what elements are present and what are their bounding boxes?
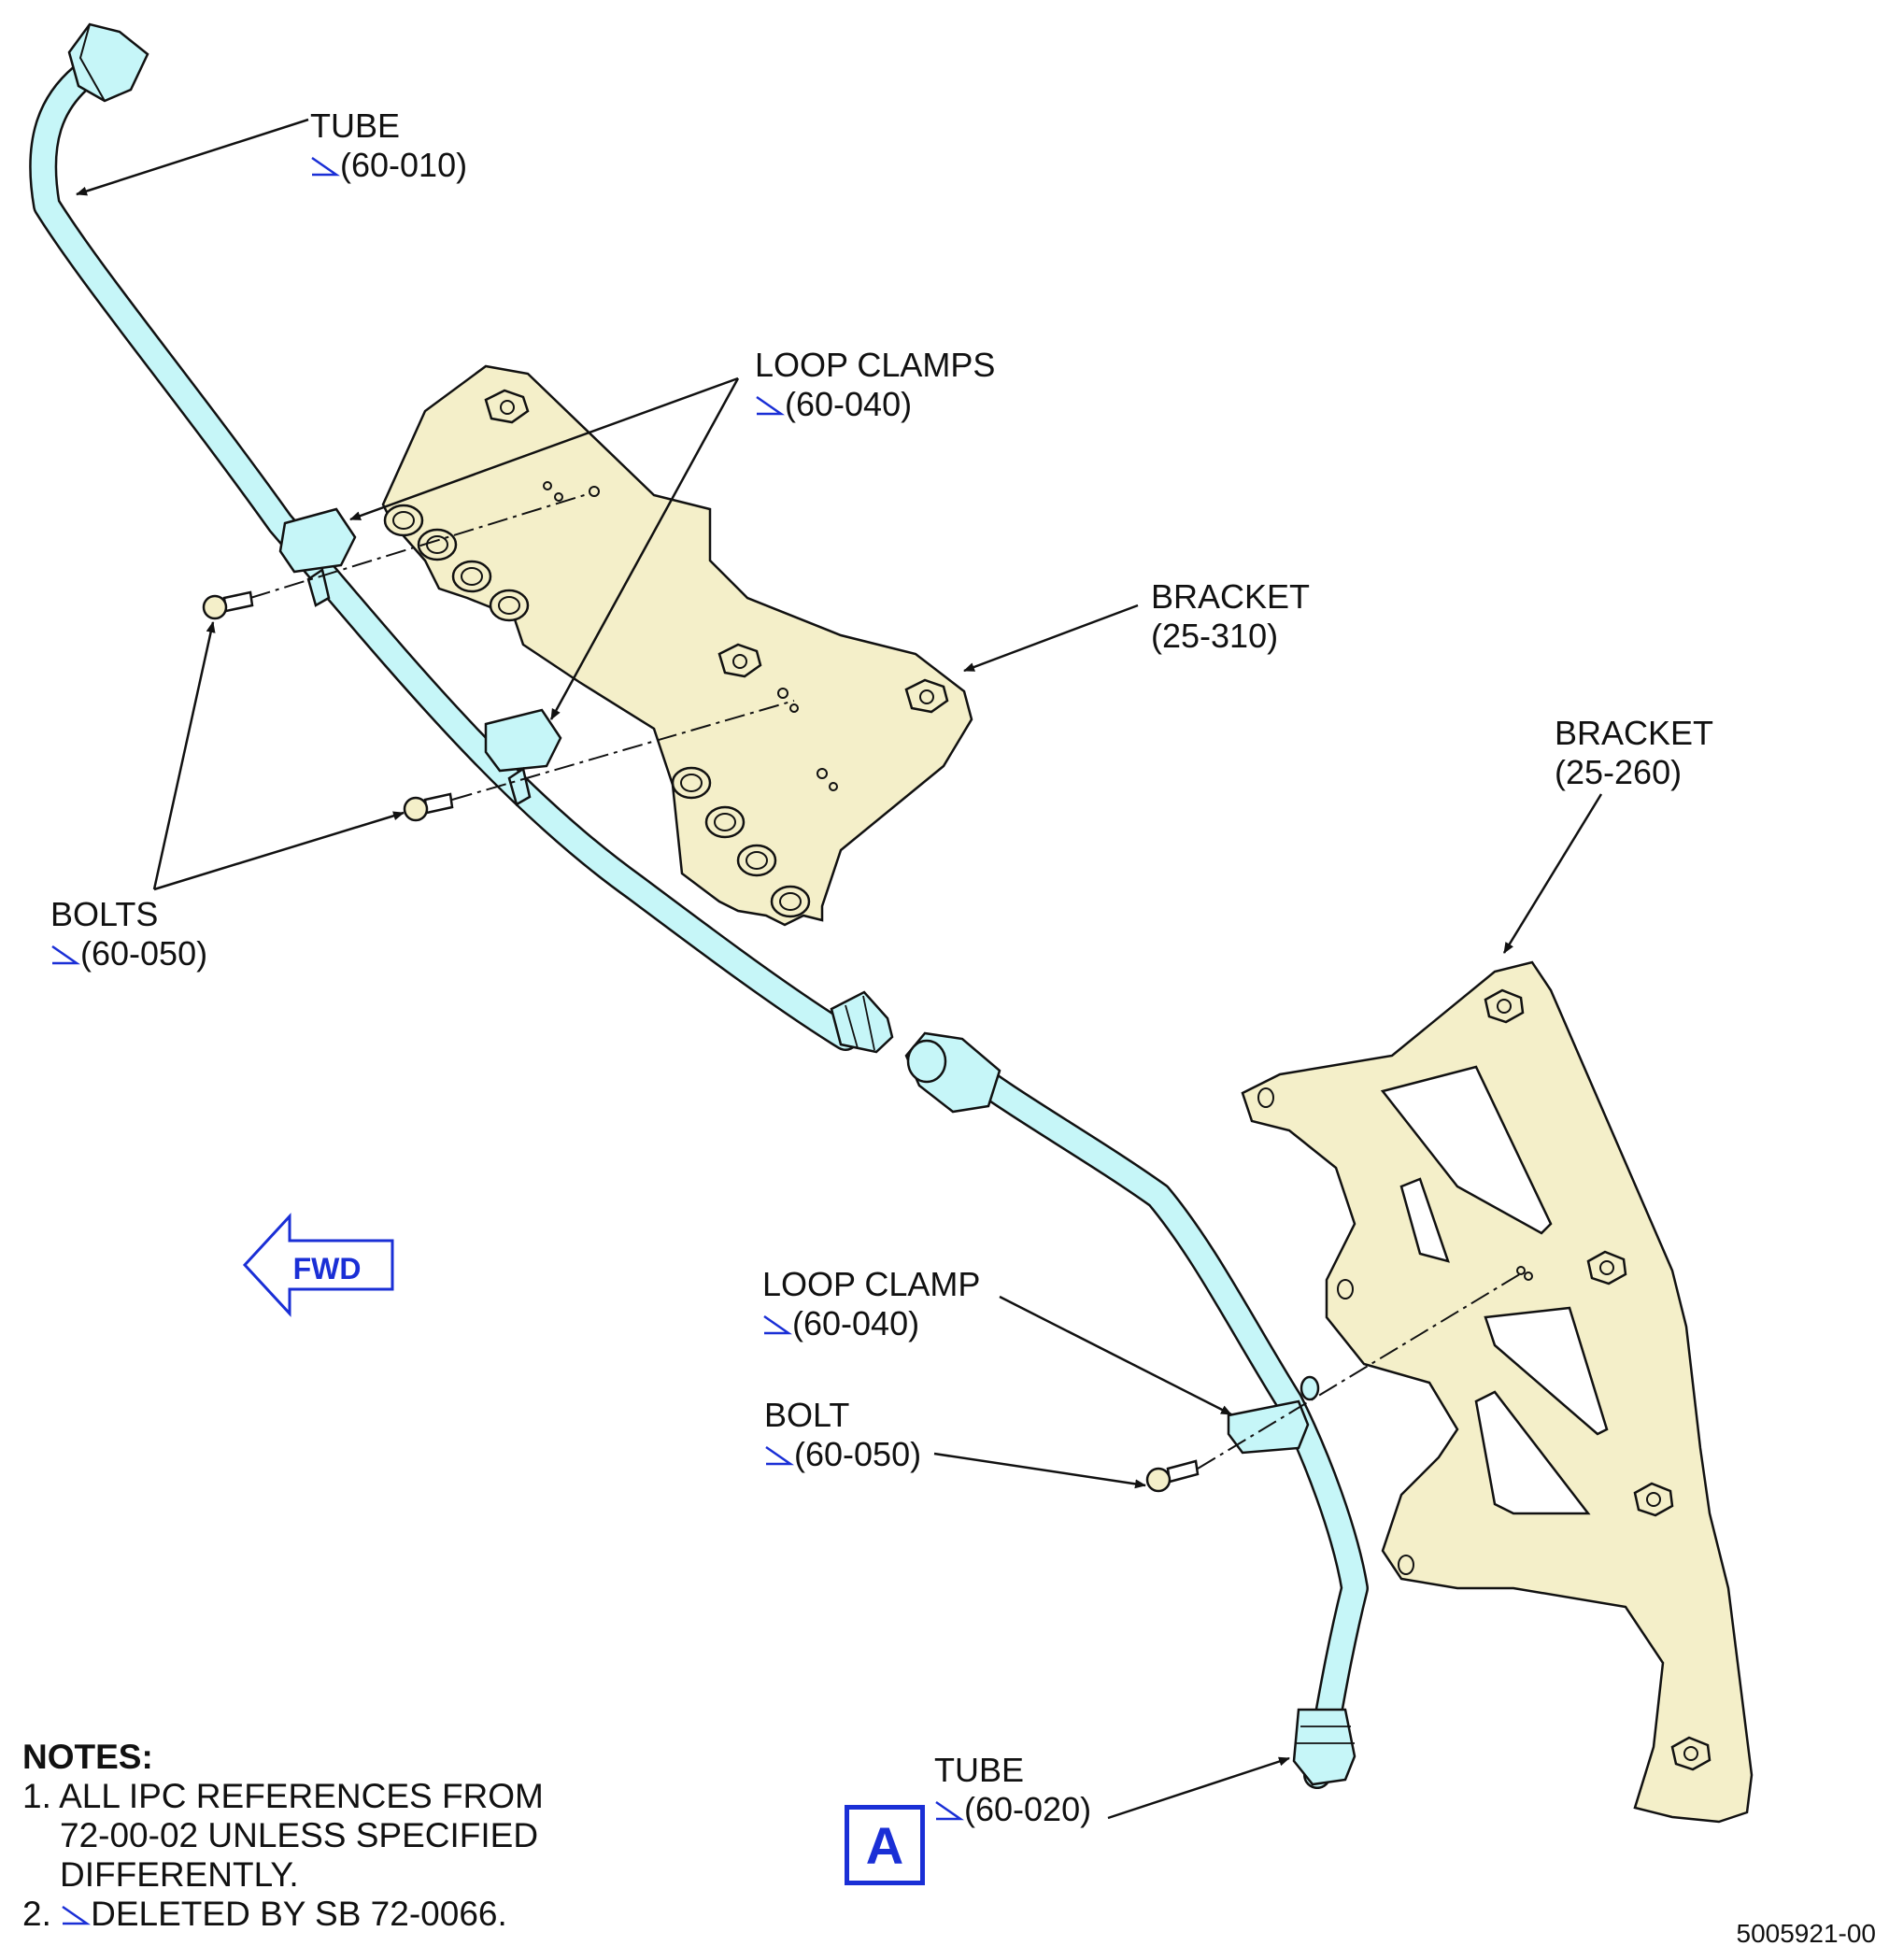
note-flag-icon xyxy=(762,1313,792,1337)
callout-ref: (60-050) xyxy=(794,1435,922,1473)
callout-name: BRACKET xyxy=(1151,577,1311,616)
note-1-line-2: 72-00-02 UNLESS SPECIFIED xyxy=(60,1816,539,1854)
callout-name: LOOP CLAMP xyxy=(762,1265,981,1303)
callout-bolt: BOLT (60-050) xyxy=(764,1396,921,1474)
document-number: 5005921-00 xyxy=(1736,1919,1876,1948)
note-flag-icon xyxy=(764,1443,794,1468)
notes-title: NOTES: xyxy=(22,1738,153,1776)
callout-ref: (60-010) xyxy=(340,146,468,184)
note-flag-icon xyxy=(50,943,80,967)
fwd-label: FWD xyxy=(292,1252,362,1285)
note-2-number: 2. xyxy=(22,1895,51,1933)
callout-bracket-25-310: BRACKET (25-310) xyxy=(1151,577,1310,656)
note-flag-icon xyxy=(61,1903,92,1927)
note-flag-icon xyxy=(310,154,340,178)
detail-view-label: A xyxy=(845,1805,925,1885)
callout-name: BOLT xyxy=(764,1396,850,1434)
note-2-text: DELETED BY SB 72-0066. xyxy=(91,1895,507,1933)
callout-loop-clamps: LOOP CLAMPS (60-040) xyxy=(755,346,995,424)
callout-loop-clamp: LOOP CLAMP (60-040) xyxy=(762,1265,980,1343)
bracket-25-260 xyxy=(1241,960,1754,1824)
callout-name: BOLTS xyxy=(50,895,159,933)
callout-ref: (60-040) xyxy=(792,1304,920,1342)
callout-name: TUBE xyxy=(934,1751,1025,1789)
callout-ref: (25-260) xyxy=(1555,753,1683,791)
callout-bracket-25-260: BRACKET (25-260) xyxy=(1555,714,1713,792)
callout-ref: (60-020) xyxy=(964,1790,1092,1828)
fwd-arrow-outline xyxy=(242,1213,394,1317)
bracket-25-310 xyxy=(381,364,973,927)
callout-ref: (60-040) xyxy=(785,385,913,423)
notes-block: NOTES: 1. ALL IPC REFERENCES FROM 72-00-… xyxy=(22,1738,544,1934)
callout-tube-60-010: TUBE (60-010) xyxy=(310,107,467,185)
bolts xyxy=(202,590,1200,1493)
note-2: 2. DELETED BY SB 72-0066. xyxy=(22,1895,544,1934)
note-flag-icon xyxy=(755,393,785,418)
note-1-line-1: 1. ALL IPC REFERENCES FROM xyxy=(22,1777,544,1815)
leader-lines xyxy=(76,118,1603,1820)
note-flag-icon xyxy=(934,1798,964,1823)
callout-name: TUBE xyxy=(310,107,401,145)
callout-bolts: BOLTS (60-050) xyxy=(50,895,207,973)
center-lines xyxy=(249,492,1524,1470)
callout-name: LOOP CLAMPS xyxy=(755,346,996,384)
callout-tube-60-020: TUBE (60-020) xyxy=(934,1751,1091,1829)
loop-clamps xyxy=(278,507,1320,1455)
note-1-line-3: DIFFERENTLY. xyxy=(60,1855,299,1894)
tube-60-020 xyxy=(904,1031,1369,1789)
callout-ref: (25-310) xyxy=(1151,617,1279,655)
callout-ref: (60-050) xyxy=(80,934,208,973)
callout-name: BRACKET xyxy=(1555,714,1714,752)
